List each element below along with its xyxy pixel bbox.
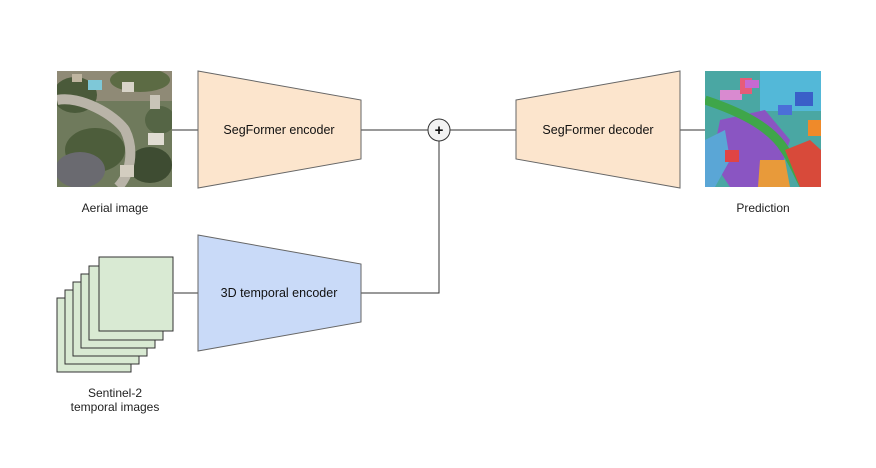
- temporal-encoder-label: 3D temporal encoder: [221, 286, 338, 300]
- segformer-decoder-block: SegFormer decoder: [515, 70, 681, 189]
- sentinel-caption-line2: temporal images: [71, 400, 160, 414]
- aerial-image-caption: Aerial image: [82, 201, 149, 215]
- temporal-encoder-shape: [197, 234, 362, 352]
- aerial-image: [57, 71, 172, 187]
- fusion-symbol: +: [435, 122, 444, 139]
- segformer-encoder-label: SegFormer encoder: [223, 123, 334, 137]
- sentinel-caption-line1: Sentinel-2: [88, 386, 142, 400]
- edges: [172, 129, 705, 294]
- prediction-image: [705, 71, 821, 187]
- plus-circle-icon: [427, 118, 451, 142]
- sentinel-stack: [56, 256, 174, 373]
- segformer-encoder-block: SegFormer encoder: [197, 70, 362, 189]
- prediction-caption: Prediction: [736, 201, 789, 215]
- segformer-decoder-shape: [515, 70, 681, 189]
- segformer-encoder-shape: [197, 70, 362, 189]
- fusion-node: +: [427, 118, 451, 142]
- edge-temporal-to-fusion: [361, 141, 440, 294]
- temporal-encoder-block: 3D temporal encoder: [197, 234, 362, 352]
- sentinel-frame: [98, 256, 174, 332]
- segformer-decoder-label: SegFormer decoder: [542, 123, 653, 137]
